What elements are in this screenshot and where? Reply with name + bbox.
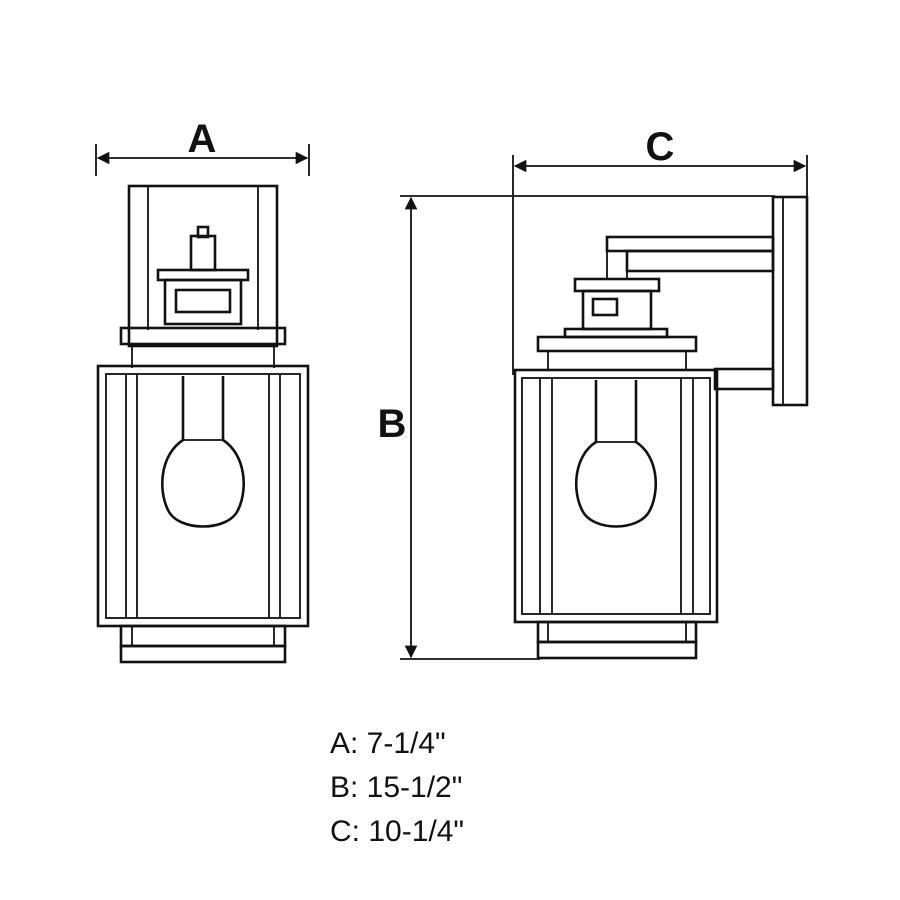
dimension-b-value: B: 15-1/2"	[330, 771, 463, 804]
dimension-a-value: A: 7-1/4"	[330, 727, 446, 760]
dimension-list: A: 7-1/4" B: 15-1/2" C: 10-1/4"	[330, 722, 464, 854]
dimension-c-value: C: 10-1/4"	[330, 815, 465, 848]
dimension-b-label: B	[378, 402, 407, 446]
dimension-b-line	[400, 195, 775, 660]
side-view-lantern	[513, 195, 809, 660]
dimension-c-label: C	[646, 125, 675, 169]
dimension-a-label: A	[188, 117, 217, 161]
front-view-lantern	[96, 184, 310, 664]
dimension-a-line	[95, 144, 310, 176]
dimension-c-line	[512, 155, 808, 375]
